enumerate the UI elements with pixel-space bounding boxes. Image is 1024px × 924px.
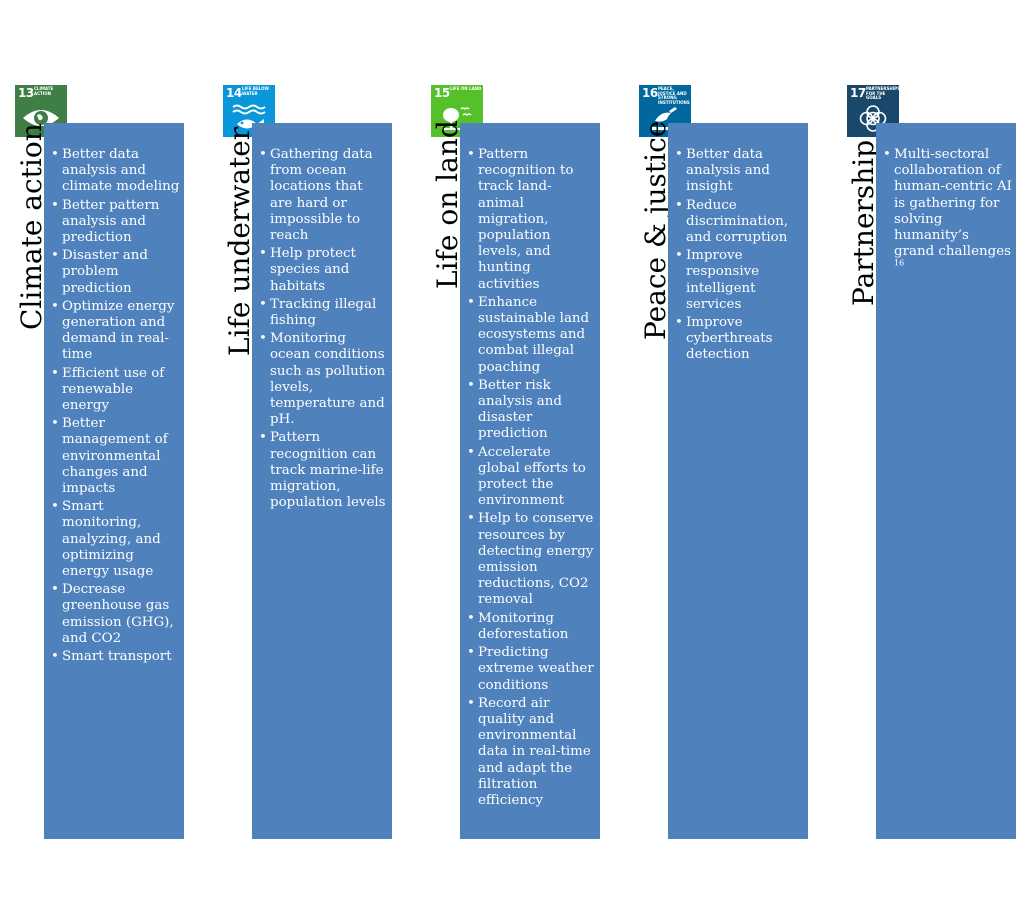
sdg-caption: PEACE, JUSTICE AND STRONG INSTITUTIONS	[658, 86, 690, 105]
list-item: Predicting extreme weather conditions	[467, 645, 596, 694]
list-item: Pattern recognition can track marine-lif…	[259, 430, 388, 511]
list-item: Record air quality and environmental dat…	[467, 696, 596, 809]
list-item: Smart transport	[51, 649, 180, 665]
sdg-caption: PARTNERSHIPS FOR THE GOALS	[866, 86, 899, 101]
column-life-on-land: 15 LIFE ON LAND Life on land Pattern rec…	[426, 0, 616, 924]
list-item: Help protect species and habitats	[259, 246, 388, 295]
list-item: Smart monitoring, analyzing, and optimiz…	[51, 499, 180, 580]
column-climate-action: 13 CLIMATE ACTION Climate action Better …	[10, 0, 200, 924]
list-item: Multi-sectoral collaboration of human-ce…	[883, 147, 1012, 277]
list-item: Tracking illegal fishing	[259, 297, 388, 329]
list-item: Efficient use of renewable energy	[51, 366, 180, 415]
list-item: Improve cyberthreats detection	[675, 315, 804, 364]
column-panel: Better data analysis and climate modelin…	[44, 123, 184, 839]
list-item: Accelerate global efforts to protect the…	[467, 445, 596, 510]
column-panel: Multi-sectoral collaboration of human-ce…	[876, 123, 1016, 839]
column-peace-justice: 16 PEACE, JUSTICE AND STRONG INSTITUTION…	[634, 0, 824, 924]
sdg-16-badge: 16 PEACE, JUSTICE AND STRONG INSTITUTION…	[639, 85, 691, 137]
column-panel: Better data analysis and insight Reduce …	[668, 123, 808, 839]
sdg-13-badge: 13 CLIMATE ACTION	[15, 85, 67, 137]
list-item: Better pattern analysis and prediction	[51, 198, 180, 247]
column-panel: Pattern recognition to track land-animal…	[460, 123, 600, 839]
column-panel: Gathering data from ocean locations that…	[252, 123, 392, 839]
list-item: Better risk analysis and disaster predic…	[467, 378, 596, 443]
column-partnership: 17 PARTNERSHIPS FOR THE GOALS Partnershi…	[842, 0, 1024, 924]
list-item: Better management of environmental chang…	[51, 416, 180, 497]
sdg-caption: LIFE ON LAND	[450, 86, 482, 91]
sdg-17-badge: 17 PARTNERSHIPS FOR THE GOALS	[847, 85, 899, 137]
column-life-underwater: 14 LIFE BELOW WATER Life underwater Gath…	[218, 0, 408, 924]
sdg-caption: LIFE BELOW WATER	[242, 86, 269, 96]
list-item: Help to conserve resources by detecting …	[467, 511, 596, 608]
sdg-number: 13	[18, 86, 34, 100]
list-item: Optimize energy generation and demand in…	[51, 299, 180, 364]
list-item: Enhance sustainable land ecosystems and …	[467, 295, 596, 376]
list-item: Better data analysis and climate modelin…	[51, 147, 180, 196]
sdg-number: 14	[226, 86, 242, 100]
list-item: Reduce discrimination, and corruption	[675, 198, 804, 247]
list-item: Disaster and problem prediction	[51, 248, 180, 297]
list-item-text: Multi-sectoral collaboration of human-ce…	[894, 147, 1012, 260]
sdg-number: 16	[642, 86, 658, 100]
eye-globe-icon	[15, 85, 67, 137]
list-item: Pattern recognition to track land-animal…	[467, 147, 596, 293]
sdg-number: 17	[850, 86, 866, 100]
list-item: Monitoring deforestation	[467, 611, 596, 643]
list-item: Improve responsive intelligent services	[675, 248, 804, 313]
list-item: Monitoring ocean conditions such as poll…	[259, 331, 388, 428]
list-item: Gathering data from ocean locations that…	[259, 147, 388, 244]
interlinked-rings-icon	[847, 85, 899, 137]
dove-gavel-icon	[639, 85, 691, 137]
sdg-number: 15	[434, 86, 450, 100]
list-item: Decrease greenhouse gas emission (GHG), …	[51, 582, 180, 647]
sdg-caption: CLIMATE ACTION	[34, 86, 54, 96]
list-item: Better data analysis and insight	[675, 147, 804, 196]
footnote-marker: 16	[894, 258, 905, 268]
